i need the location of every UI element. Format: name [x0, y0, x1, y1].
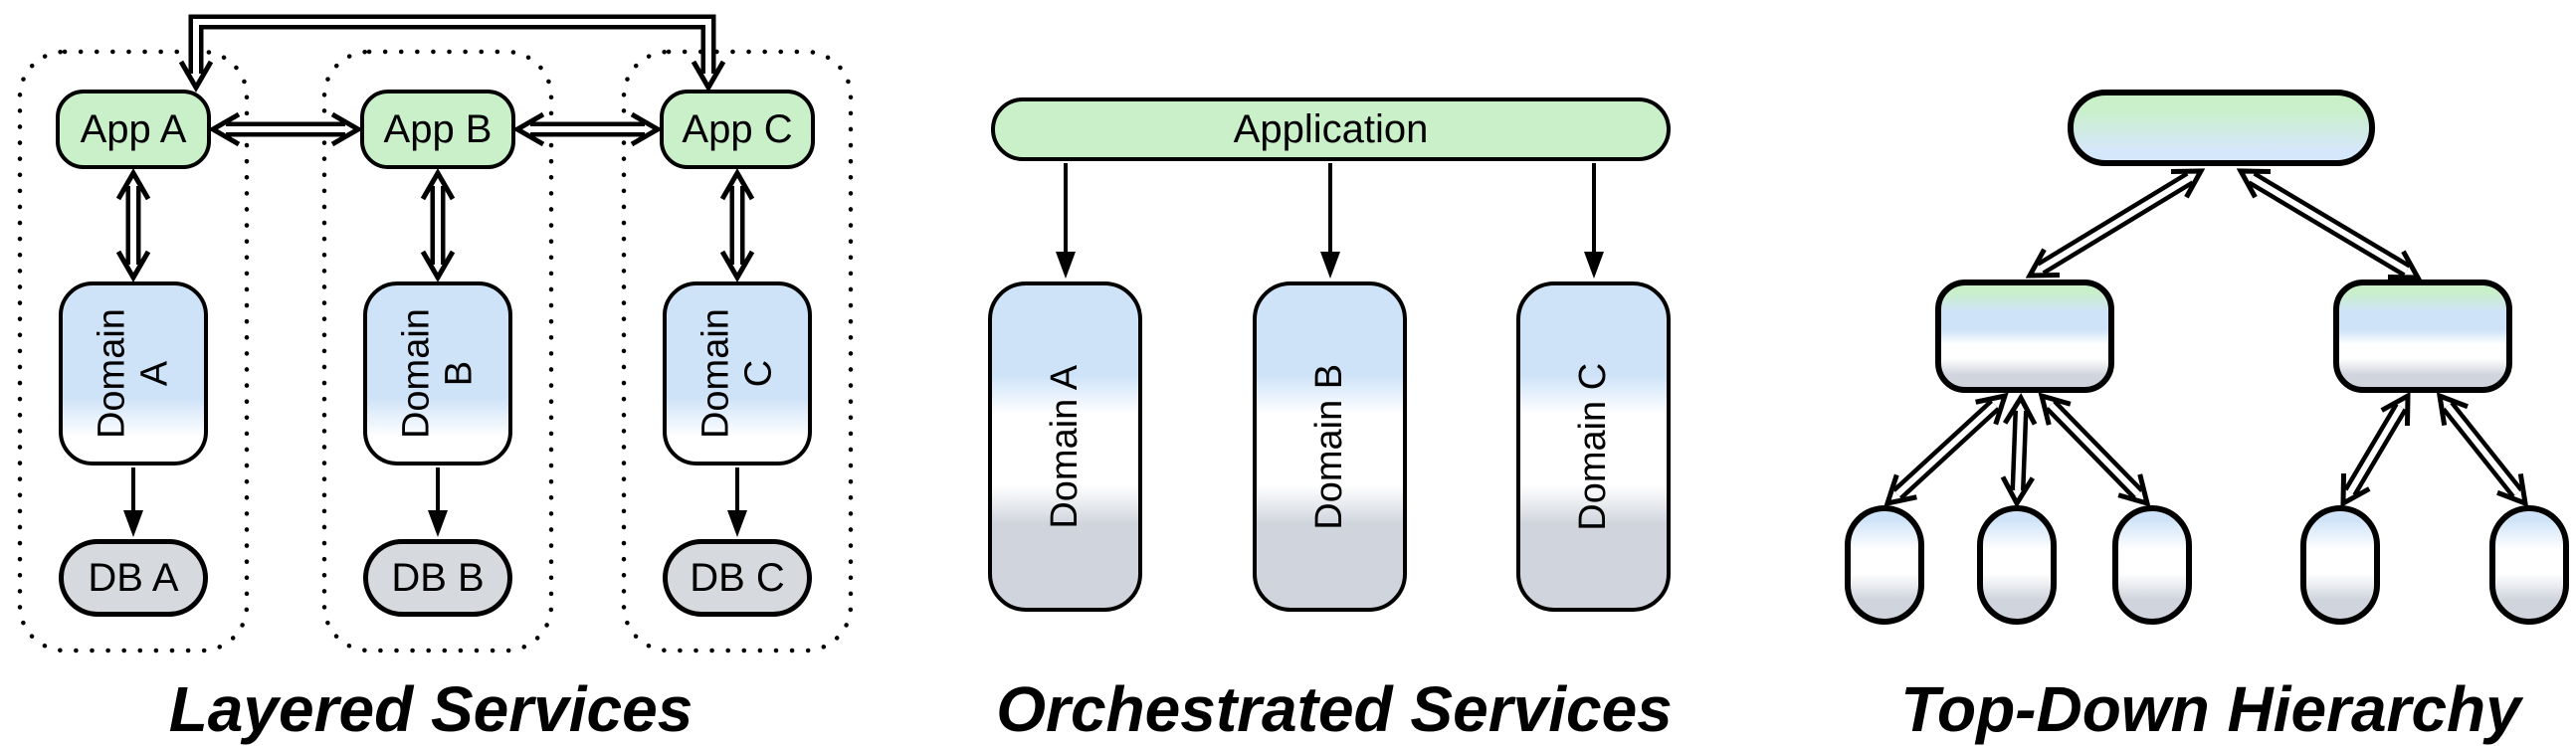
db-b-node: DB B: [363, 539, 512, 617]
layered-boundary-a: [17, 49, 250, 653]
layered-domain-c-node: Domain C: [663, 281, 812, 466]
layered-domain-a-node: Domain A: [59, 281, 208, 466]
layered-domain-b-node: Domain B: [363, 281, 512, 466]
layered-domain-c-label: Domain C: [694, 308, 779, 439]
hierarchy-title: Top-Down Hierarchy: [1900, 673, 2521, 745]
hierarchy-leaf-5-node: [2489, 505, 2569, 625]
orchestrated-domain-c-node: Domain C: [1516, 281, 1671, 612]
orchestrated-domain-b-node: Domain B: [1253, 281, 1407, 612]
orchestrated-title: Orchestrated Services: [996, 673, 1673, 745]
arrow-heads: [115, 60, 2529, 537]
hierarchy-leaf-2-node: [1977, 505, 2057, 625]
db-c-label: DB C: [690, 555, 785, 600]
arrow-inner-strokes: [130, 19, 2520, 497]
db-c-node: DB C: [663, 539, 812, 617]
app-b-node: App B: [360, 90, 515, 169]
orchestrated-domain-a-label: Domain A: [1044, 364, 1087, 529]
app-c-label: App C: [682, 106, 793, 151]
app-a-node: App A: [56, 90, 211, 169]
app-a-label: App A: [80, 106, 187, 151]
orchestrated-domain-c-label: Domain C: [1572, 362, 1615, 531]
hierarchy-leaf-4-node: [2300, 505, 2380, 625]
db-a-node: DB A: [59, 539, 208, 617]
application-label: Application: [1233, 106, 1429, 151]
orchestrated-domain-b-label: Domain B: [1308, 363, 1351, 530]
hierarchy-leaf-3-node: [2112, 505, 2192, 625]
layered-domain-a-label: Domain A: [91, 308, 175, 439]
db-a-label: DB A: [88, 555, 179, 600]
hierarchy-mid-left-node: [1935, 280, 2114, 393]
layered-boundary-c: [621, 49, 854, 653]
layered-title: Layered Services: [168, 673, 694, 745]
hierarchy-mid-right-node: [2333, 280, 2512, 393]
hierarchy-root-node: [2068, 90, 2375, 166]
application-node: Application: [991, 97, 1671, 161]
db-b-label: DB B: [391, 555, 485, 600]
layered-domain-b-label: Domain B: [395, 308, 480, 439]
app-b-label: App B: [383, 106, 493, 151]
hierarchy-leaf-1-node: [1845, 505, 1924, 625]
orchestrated-domain-a-node: Domain A: [988, 281, 1142, 612]
app-c-node: App C: [660, 90, 815, 169]
layered-boundary-b: [321, 49, 554, 653]
